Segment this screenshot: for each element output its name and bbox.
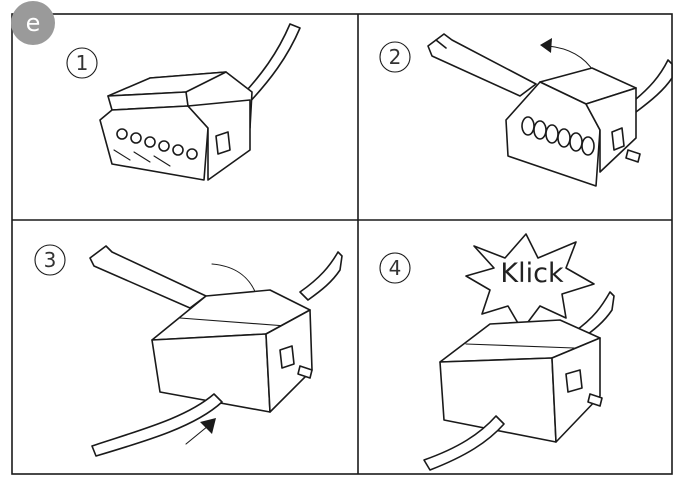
panel-step-3: 3	[34, 244, 343, 457]
badge-letter: e	[26, 9, 41, 37]
lift-arrow-icon	[540, 38, 595, 73]
step-4-circle	[379, 252, 411, 284]
klick-text: Klick	[500, 258, 564, 289]
panel-step-1: 1	[66, 23, 301, 181]
panel-step-2: 2	[379, 33, 673, 187]
step-4-number: 4	[389, 256, 402, 280]
lid-lifted-connector-illustration	[427, 33, 673, 187]
step-2-number: 2	[389, 45, 402, 69]
step-2-circle	[379, 41, 411, 73]
step-3-circle	[34, 244, 66, 276]
step-1-number: 1	[76, 51, 89, 75]
step-3-number: 3	[44, 248, 57, 272]
starburst-shape	[465, 233, 595, 331]
panel-grid-frame	[11, 13, 673, 475]
closed-connector-illustration	[423, 291, 615, 471]
panel-step-4: 4 Klick	[379, 233, 615, 471]
section-badge: e	[11, 1, 55, 45]
insert-arrow-icon	[185, 418, 216, 445]
closing-connector-illustration	[89, 245, 343, 457]
open-connector-illustration	[99, 23, 301, 181]
step-1-circle	[66, 47, 98, 79]
badge-circle	[11, 1, 55, 45]
klick-callout: Klick	[465, 233, 595, 331]
